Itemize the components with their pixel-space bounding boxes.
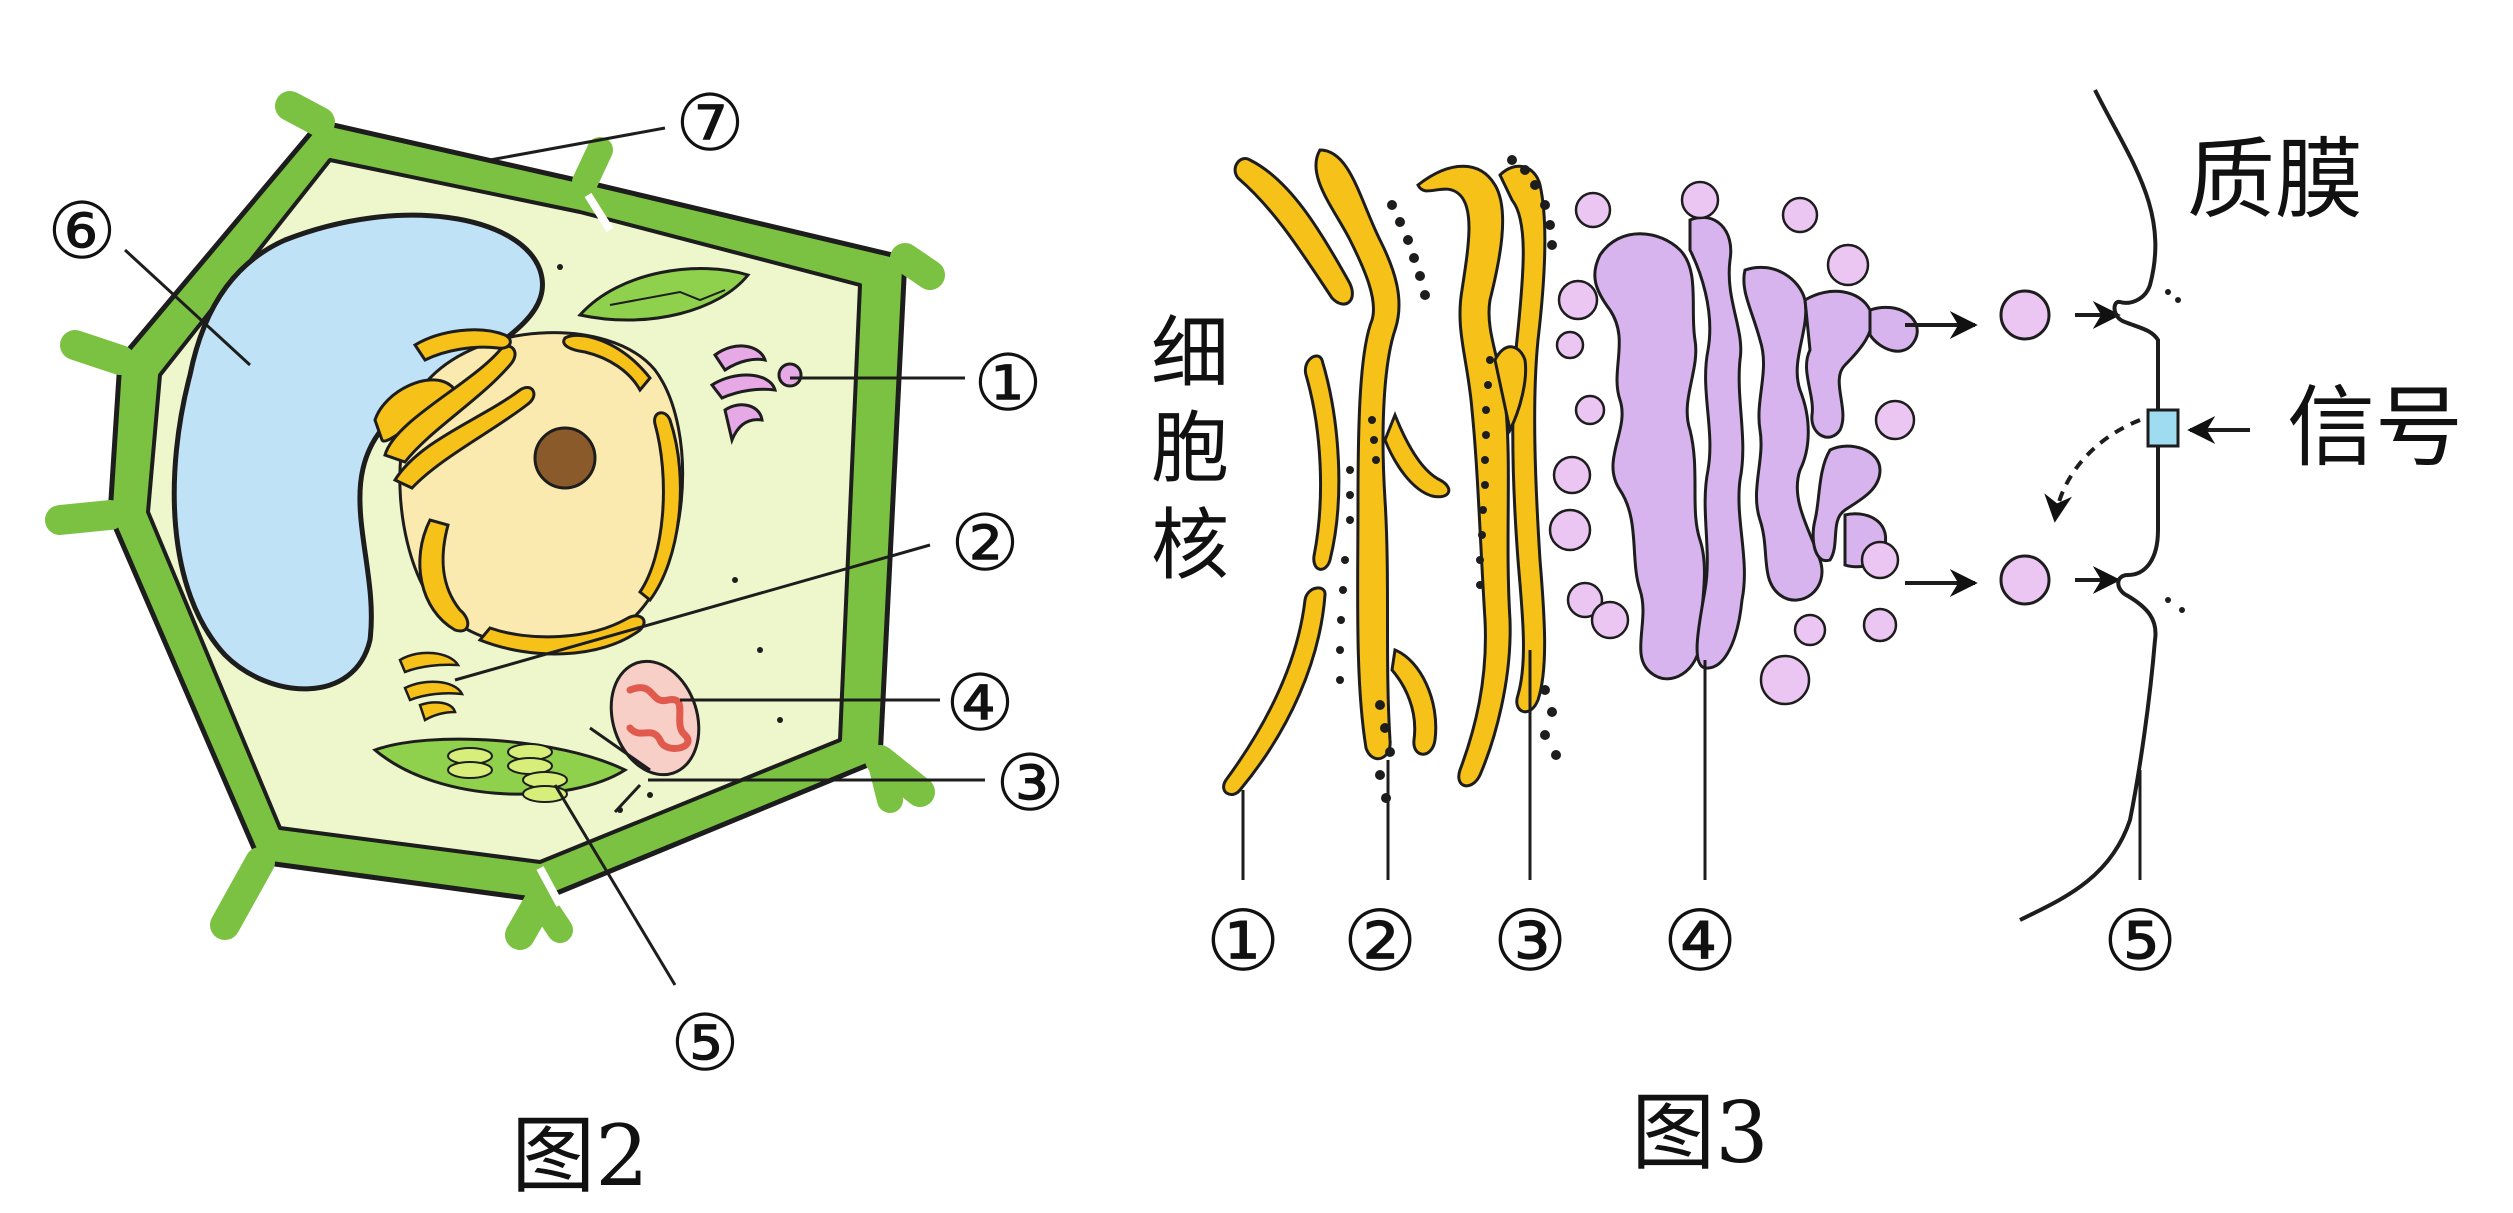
nucleolus <box>533 426 597 490</box>
fig2-label-2: ② <box>950 499 1020 589</box>
chloroplast <box>577 266 751 322</box>
secretory-vesicles <box>1999 289 2051 606</box>
signal-label: 信号 <box>2287 376 2463 479</box>
fig2-label-1: ① <box>973 339 1043 429</box>
rough-er <box>1314 148 1451 761</box>
leader-lines <box>123 126 985 986</box>
fig3-label-3: ③ <box>1492 892 1567 990</box>
fig2-label-3: ③ <box>995 739 1065 829</box>
fig3-label-2: ② <box>1342 892 1417 990</box>
er-ribosomes-2 <box>1476 155 1561 760</box>
fig2-label-4: ④ <box>945 659 1015 749</box>
nuclear-envelope <box>1222 157 1354 796</box>
fig3-label-5: ⑤ <box>2102 892 2177 990</box>
fig3-label-4: ④ <box>1662 892 1737 990</box>
fig3-caption: 图3 <box>1631 1084 1768 1182</box>
fig3-leader-lines <box>1241 650 2142 880</box>
plasma-membrane <box>2019 89 2185 922</box>
nucleus-label-2: 胞 <box>1151 404 1229 494</box>
membrane-label: 质膜 <box>2187 128 2363 231</box>
smooth-er <box>1416 164 1547 788</box>
fig2-caption: 图2 <box>511 1107 648 1205</box>
transport-vesicles <box>1548 191 1612 619</box>
golgi-apparatus <box>709 344 803 445</box>
receptor <box>2146 408 2180 448</box>
transport-arrows <box>1905 301 2250 597</box>
mitochondrion <box>609 659 701 777</box>
er-ribosomes <box>1336 200 1430 803</box>
golgi-small <box>398 651 465 722</box>
fig2-label-6: ⑥ <box>47 187 117 277</box>
fig2-label-5: ⑤ <box>670 999 740 1089</box>
fig2-label-7: ⑦ <box>675 79 745 169</box>
figure-3-secretion: 细 胞 核 <box>1151 89 2463 1182</box>
nucleus <box>398 331 685 656</box>
chloroplast-grana <box>372 737 629 803</box>
golgi-apparatus-fig3 <box>1593 215 1919 681</box>
golgi-vesicles <box>1590 180 1916 706</box>
nucleus-label-3: 核 <box>1151 501 1229 591</box>
endoplasmic-reticulum <box>373 328 536 490</box>
figure-2-plant-cell: ① ② ③ ④ ⑤ ⑥ ⑦ 图2 <box>45 79 1065 1205</box>
fig3-label-1: ① <box>1205 892 1280 990</box>
nucleus-label-1: 细 <box>1151 309 1229 399</box>
